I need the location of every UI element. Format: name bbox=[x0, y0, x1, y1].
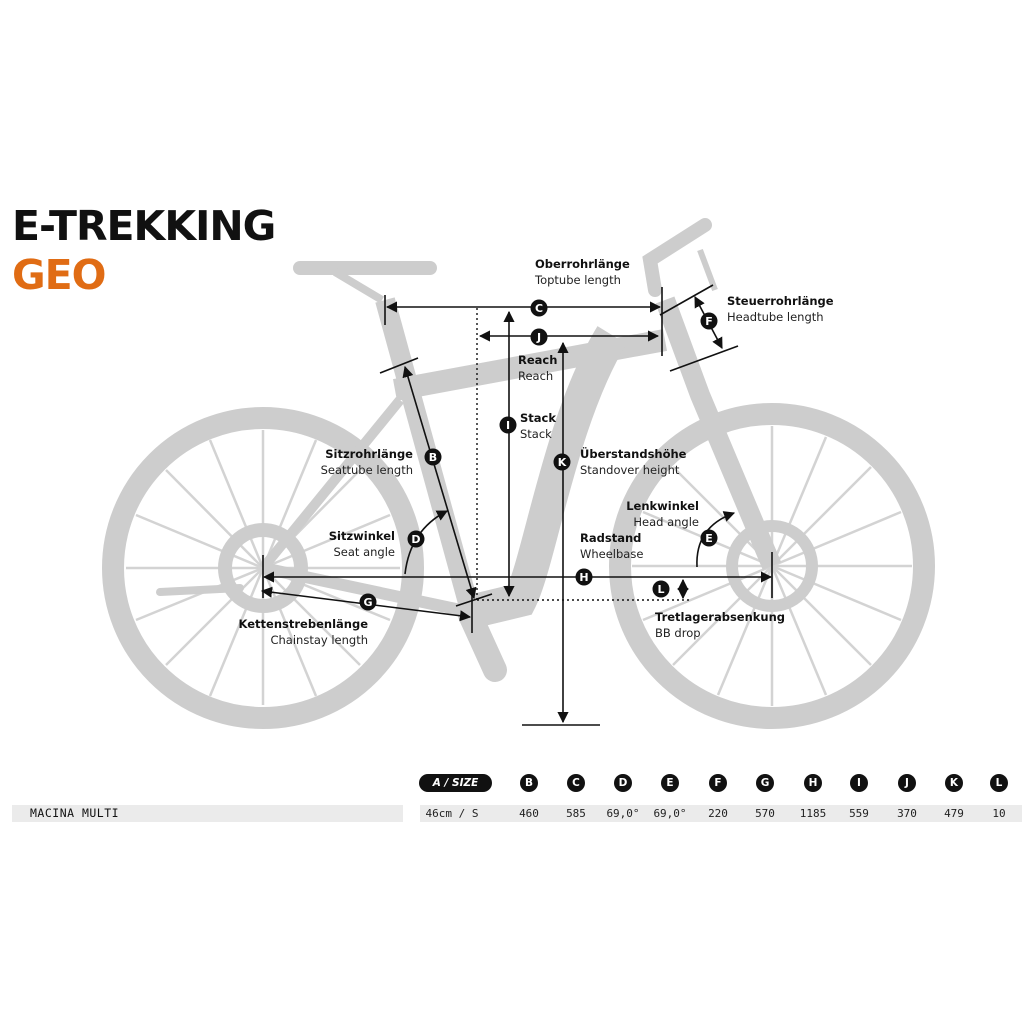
svg-text:Radstand: Radstand bbox=[580, 531, 641, 545]
label-standover: Überstandshöhe Standover height bbox=[580, 446, 687, 477]
page-title: E-TREKKING bbox=[12, 202, 276, 250]
table-value-I: 559 bbox=[849, 807, 869, 820]
table-cell-size: 46cm / S bbox=[425, 807, 479, 820]
svg-text:Lenkwinkel: Lenkwinkel bbox=[626, 499, 699, 513]
svg-text:Standover height: Standover height bbox=[580, 463, 680, 477]
label-stack: Stack Stack bbox=[520, 411, 556, 441]
svg-text:F: F bbox=[705, 315, 713, 328]
svg-text:G: G bbox=[363, 596, 372, 609]
svg-text:E: E bbox=[705, 532, 713, 545]
table-header-F: F bbox=[709, 774, 727, 792]
svg-text:Wheelbase: Wheelbase bbox=[580, 547, 643, 561]
table-row-band-right bbox=[420, 805, 1022, 822]
table-value-C: 585 bbox=[566, 807, 586, 820]
svg-text:Seattube length: Seattube length bbox=[321, 463, 413, 477]
rear-spokes bbox=[126, 430, 400, 705]
table-value-J: 370 bbox=[897, 807, 917, 820]
svg-text:K: K bbox=[558, 456, 567, 469]
table-row-band-left bbox=[12, 805, 403, 822]
badge-C: C bbox=[530, 299, 548, 317]
svg-text:Reach: Reach bbox=[518, 353, 557, 367]
geometry-diagram: C J F I K B D E H L G Oberrohrlänge Topt… bbox=[102, 218, 935, 729]
table-header-B: B bbox=[520, 774, 538, 792]
badge-F: F bbox=[700, 312, 718, 330]
table-header-H: H bbox=[804, 774, 822, 792]
table-value-E: 69,0° bbox=[653, 807, 687, 820]
table-header-C: C bbox=[567, 774, 585, 792]
label-seattube: Sitzrohrlänge Seattube length bbox=[321, 447, 414, 477]
svg-text:H: H bbox=[579, 571, 588, 584]
badge-D: D bbox=[407, 530, 425, 548]
svg-text:Chainstay length: Chainstay length bbox=[270, 633, 368, 647]
svg-text:C: C bbox=[535, 302, 543, 315]
model-name: MACINA MULTI bbox=[30, 806, 120, 820]
svg-text:J: J bbox=[536, 331, 541, 344]
label-chainstay: Kettenstrebenlänge Chainstay length bbox=[239, 617, 369, 647]
table-header-E: E bbox=[661, 774, 679, 792]
svg-text:Tretlagerabsenkung: Tretlagerabsenkung bbox=[655, 610, 785, 624]
svg-text:Kettenstrebenlänge: Kettenstrebenlänge bbox=[239, 617, 369, 631]
svg-text:Stack: Stack bbox=[520, 427, 552, 441]
badge-E: E bbox=[700, 529, 718, 547]
label-seatangle: Sitzwinkel Seat angle bbox=[329, 529, 395, 559]
reference-lines bbox=[476, 308, 690, 601]
table-value-H: 1185 bbox=[799, 807, 827, 820]
svg-text:Überstandshöhe: Überstandshöhe bbox=[580, 446, 687, 461]
svg-text:Seat angle: Seat angle bbox=[334, 545, 396, 559]
label-headangle: Lenkwinkel Head angle bbox=[626, 499, 699, 529]
svg-text:Stack: Stack bbox=[520, 411, 556, 425]
table-header-L: L bbox=[990, 774, 1008, 792]
badge-J: J bbox=[530, 328, 548, 346]
svg-text:Headtube length: Headtube length bbox=[727, 310, 824, 324]
table-value-K: 479 bbox=[944, 807, 964, 820]
badge-G: G bbox=[359, 593, 377, 611]
svg-text:L: L bbox=[657, 583, 664, 596]
page-subtitle: GEO bbox=[12, 251, 107, 299]
badge-H: H bbox=[575, 568, 593, 586]
svg-text:Sitzrohrlänge: Sitzrohrlänge bbox=[325, 447, 413, 461]
table-header-size: A / SIZE bbox=[419, 774, 492, 792]
label-reach: Reach Reach bbox=[518, 353, 557, 383]
table-header-K: K bbox=[945, 774, 963, 792]
label-toptube: Oberrohrlänge Toptube length bbox=[534, 257, 630, 287]
badge-I: I bbox=[499, 416, 517, 434]
table-header-G: G bbox=[756, 774, 774, 792]
label-bbdrop: Tretlagerabsenkung BB drop bbox=[655, 610, 785, 640]
svg-text:BB drop: BB drop bbox=[655, 626, 701, 640]
svg-text:Reach: Reach bbox=[518, 369, 553, 383]
table-header-I: I bbox=[850, 774, 868, 792]
table-header-D: D bbox=[614, 774, 632, 792]
svg-text:D: D bbox=[411, 533, 420, 546]
label-wheelbase: Radstand Wheelbase bbox=[580, 531, 643, 561]
table-value-F: 220 bbox=[708, 807, 728, 820]
table-value-L: 10 bbox=[992, 807, 1006, 820]
svg-text:Toptube length: Toptube length bbox=[534, 273, 621, 287]
table-value-G: 570 bbox=[755, 807, 775, 820]
table-header-J: J bbox=[898, 774, 916, 792]
svg-text:Oberrohrlänge: Oberrohrlänge bbox=[535, 257, 630, 271]
svg-text:Steuerrohrlänge: Steuerrohrlänge bbox=[727, 294, 834, 308]
badge-K: K bbox=[553, 453, 571, 471]
badge-B: B bbox=[424, 448, 442, 466]
label-headtube: Steuerrohrlänge Headtube length bbox=[727, 294, 834, 324]
svg-text:Head angle: Head angle bbox=[633, 515, 699, 529]
badge-L: L bbox=[652, 580, 670, 598]
svg-text:Sitzwinkel: Sitzwinkel bbox=[329, 529, 395, 543]
table-value-D: 69,0° bbox=[606, 807, 640, 820]
svg-text:I: I bbox=[506, 419, 510, 432]
svg-text:B: B bbox=[429, 451, 437, 464]
table-value-B: 460 bbox=[519, 807, 539, 820]
